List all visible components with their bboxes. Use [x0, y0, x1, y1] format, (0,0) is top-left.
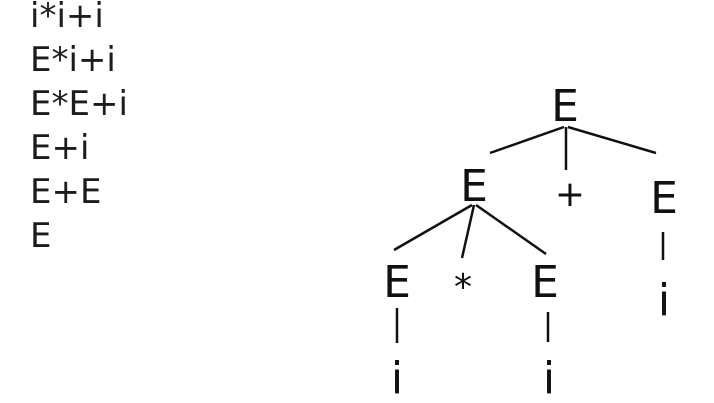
left-right-leaf-i: i — [543, 353, 555, 403]
derivation-step: i*i+i — [30, 0, 104, 36]
derivation-step: E*i+i — [30, 40, 116, 80]
left-left-node-E: E — [383, 257, 411, 308]
derivation-sequence: i*i+i E*i+i E*E+i E+i E+E E — [30, 0, 128, 258]
root-node-E: E — [551, 81, 579, 132]
plus-node: + — [555, 174, 585, 215]
edge-root-left — [489, 125, 565, 155]
derivation-step: E+i — [30, 128, 90, 168]
left-node-E: E — [460, 161, 488, 212]
edge-root-right — [567, 125, 657, 155]
derivation-step: E — [30, 216, 52, 256]
edge-left-ll — [393, 203, 473, 252]
left-left-leaf-i: i — [391, 353, 403, 403]
derivation-step: E+E — [30, 172, 102, 212]
left-right-node-E: E — [531, 257, 559, 308]
right-leaf-i: i — [658, 275, 670, 326]
star-node: * — [454, 267, 472, 308]
right-node-E: E — [650, 173, 678, 224]
edge-left-star — [460, 204, 476, 259]
edge-left-lr — [475, 203, 547, 256]
derivation-step: E*E+i — [30, 84, 128, 124]
